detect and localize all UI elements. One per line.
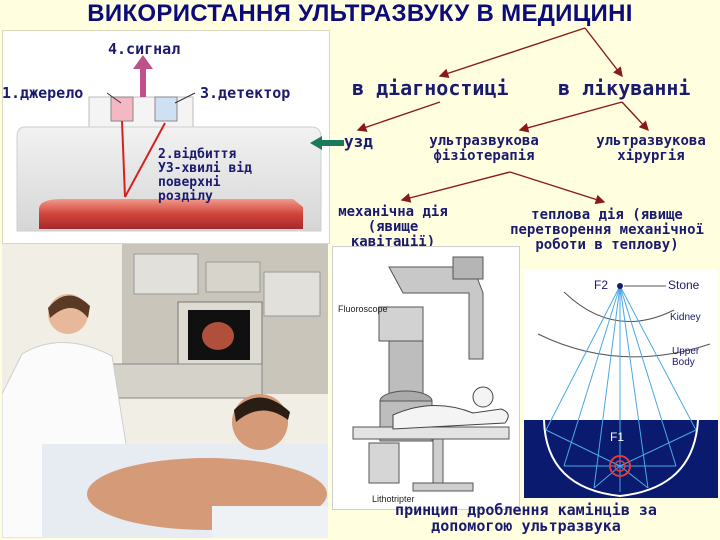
reflection-label: 2.відбиття УЗ-хвилі від поверхні розділу [158, 147, 252, 204]
tree-node-uzd: узд [344, 132, 373, 151]
tree-node-treatment: в лікуванні [558, 76, 691, 100]
lithotripter-panel [332, 246, 520, 510]
lithotripter-label: Lithotripter [372, 494, 415, 504]
edge-physio-mechanical [400, 171, 511, 203]
ultrasound-exam-photo [2, 244, 328, 538]
detector-label: 3.детектор [200, 84, 291, 102]
stone-label: Stone [668, 278, 700, 292]
tree-node-mechanical: механічна дія (явище кавітації) [338, 204, 448, 250]
edge-treatment-physio [518, 101, 623, 133]
focusing-diagram [524, 270, 718, 498]
reclining-patient [392, 405, 509, 430]
kidney-label: Kidney [670, 312, 701, 323]
fluoroscope-head [378, 306, 424, 342]
tree-node-physio: ультразвукова фізіотерапія [429, 133, 539, 164]
incident-beam [121, 120, 126, 198]
edge-root-treatment [584, 27, 623, 78]
edge-root-diagnostics [438, 27, 586, 79]
lithotripsy-caption: принцип дроблення камінців за допомогою … [395, 501, 657, 535]
detector-transducer [154, 96, 178, 122]
edge-physio-thermal [509, 171, 606, 205]
edge-treatment-surgery [621, 101, 649, 132]
tree-node-thermal: теплова дія (явище перетворення механічн… [510, 207, 704, 253]
f1-label: F1 [610, 430, 625, 444]
source-label: 1.джерело [2, 84, 84, 102]
page-title: ВИКОРИСТАННЯ УЛЬТРАЗВУКУ В МЕДИЦИНІ [87, 0, 633, 27]
signal-label: 4.сигнал [108, 40, 181, 58]
tree-node-surgery: ультразвукова хірургія [596, 133, 706, 164]
edge-diagnostics-uzd [356, 101, 441, 132]
source-transducer [110, 96, 134, 122]
upper-body-contour [537, 333, 711, 358]
detector-leader [174, 92, 196, 104]
reflector-ellipse [543, 419, 699, 498]
tree-connectors [356, 27, 649, 205]
ultrasound-scheme-panel [2, 30, 330, 244]
uzd-pointer-icon [310, 136, 344, 150]
tree-node-diagnostics: в діагностиці [352, 76, 509, 100]
fluoroscope-label: Fluoroscope [338, 304, 388, 314]
tissue-layer [39, 199, 303, 229]
ultrasound-console [97, 363, 263, 399]
ultrasound-scheme-drawing [16, 55, 322, 232]
reflected-beam [124, 122, 166, 198]
patient-table [352, 426, 510, 440]
f2-label: F2 [594, 278, 609, 292]
focus-f1-ring [609, 455, 631, 477]
upper-body-label: Upper Body [672, 346, 700, 368]
source-leader [106, 92, 122, 104]
focus-f2-point [617, 283, 623, 289]
signal-arrow-head [133, 55, 153, 69]
kidney-contour [563, 291, 675, 322]
